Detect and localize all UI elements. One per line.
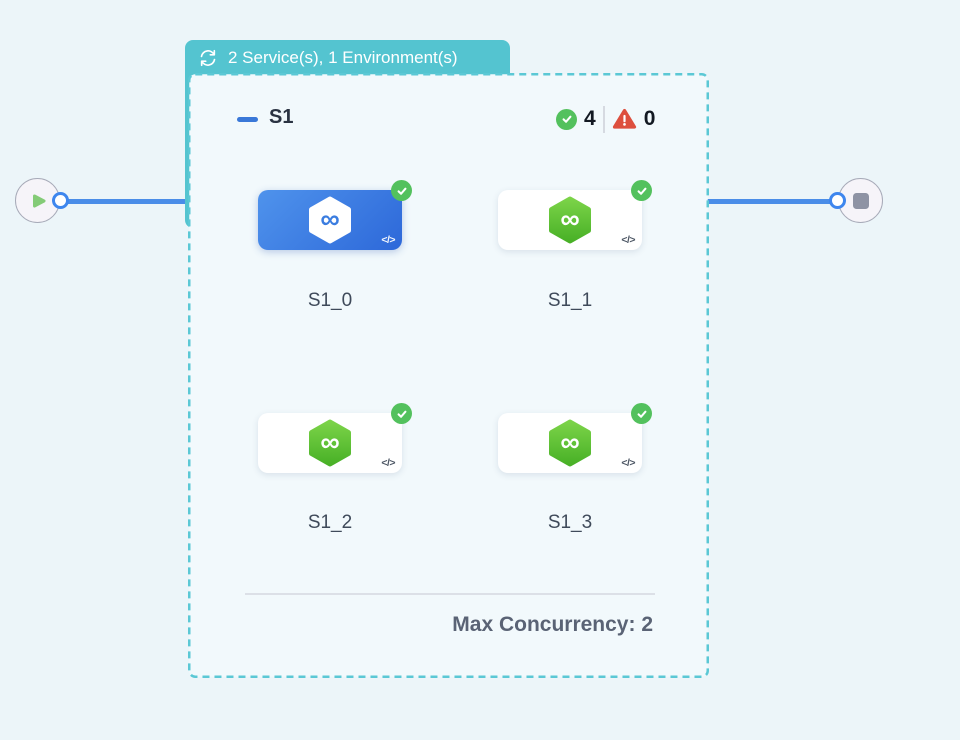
service-label: S1_0 — [307, 290, 353, 311]
service-hexagon-icon: ∞ — [308, 419, 352, 467]
service-card-s1-0[interactable]: ∞ </> — [258, 180, 412, 250]
service-card-s1-1[interactable]: ∞ </> — [498, 180, 652, 250]
status-divider — [602, 105, 605, 133]
collapse-button[interactable] — [237, 117, 258, 122]
service-hexagon-icon: ∞ — [308, 196, 352, 244]
footer-divider — [245, 593, 655, 595]
service-label: S1_2 — [307, 512, 353, 533]
group-status-cluster: 4 0 — [556, 104, 655, 134]
stop-icon — [852, 192, 869, 209]
group-container[interactable] — [188, 73, 709, 678]
code-icon: </> — [621, 234, 635, 246]
success-count: 4 — [584, 107, 596, 130]
start-port-handle[interactable] — [52, 192, 69, 209]
infinity-icon: ∞ — [560, 204, 580, 234]
success-check-icon — [556, 108, 577, 130]
play-icon — [32, 194, 45, 207]
service-hexagon-icon: ∞ — [548, 196, 592, 244]
error-count: 0 — [643, 107, 656, 130]
code-icon: </> — [381, 457, 395, 469]
end-port-handle[interactable] — [829, 192, 846, 209]
service-label: S1_1 — [547, 290, 593, 311]
edge-group-to-end — [706, 199, 832, 204]
group-badge-label: 2 Service(s), 1 Environment(s) — [228, 47, 458, 67]
service-label: S1_3 — [547, 512, 593, 533]
cycle-icon — [200, 49, 216, 66]
card-success-badge-icon — [631, 180, 652, 201]
infinity-icon: ∞ — [320, 204, 340, 234]
service-hexagon-icon: ∞ — [548, 419, 592, 467]
code-icon: </> — [381, 234, 395, 246]
service-card-s1-3[interactable]: ∞ </> — [498, 403, 652, 473]
code-icon: </> — [621, 457, 635, 469]
card-success-badge-icon — [391, 403, 412, 424]
infinity-icon: ∞ — [320, 427, 340, 457]
card-success-badge-icon — [391, 180, 412, 201]
infinity-icon: ∞ — [560, 427, 580, 457]
max-concurrency-label: Max Concurrency: 2 — [452, 613, 653, 636]
service-card-s1-2[interactable]: ∞ </> — [258, 403, 412, 473]
card-success-badge-icon — [631, 403, 652, 424]
edge-start-to-group — [59, 199, 189, 204]
group-badge-row: 2 Service(s), 1 Environment(s) — [185, 40, 510, 75]
group-name: S1 — [269, 106, 294, 128]
error-warning-icon — [612, 108, 636, 129]
